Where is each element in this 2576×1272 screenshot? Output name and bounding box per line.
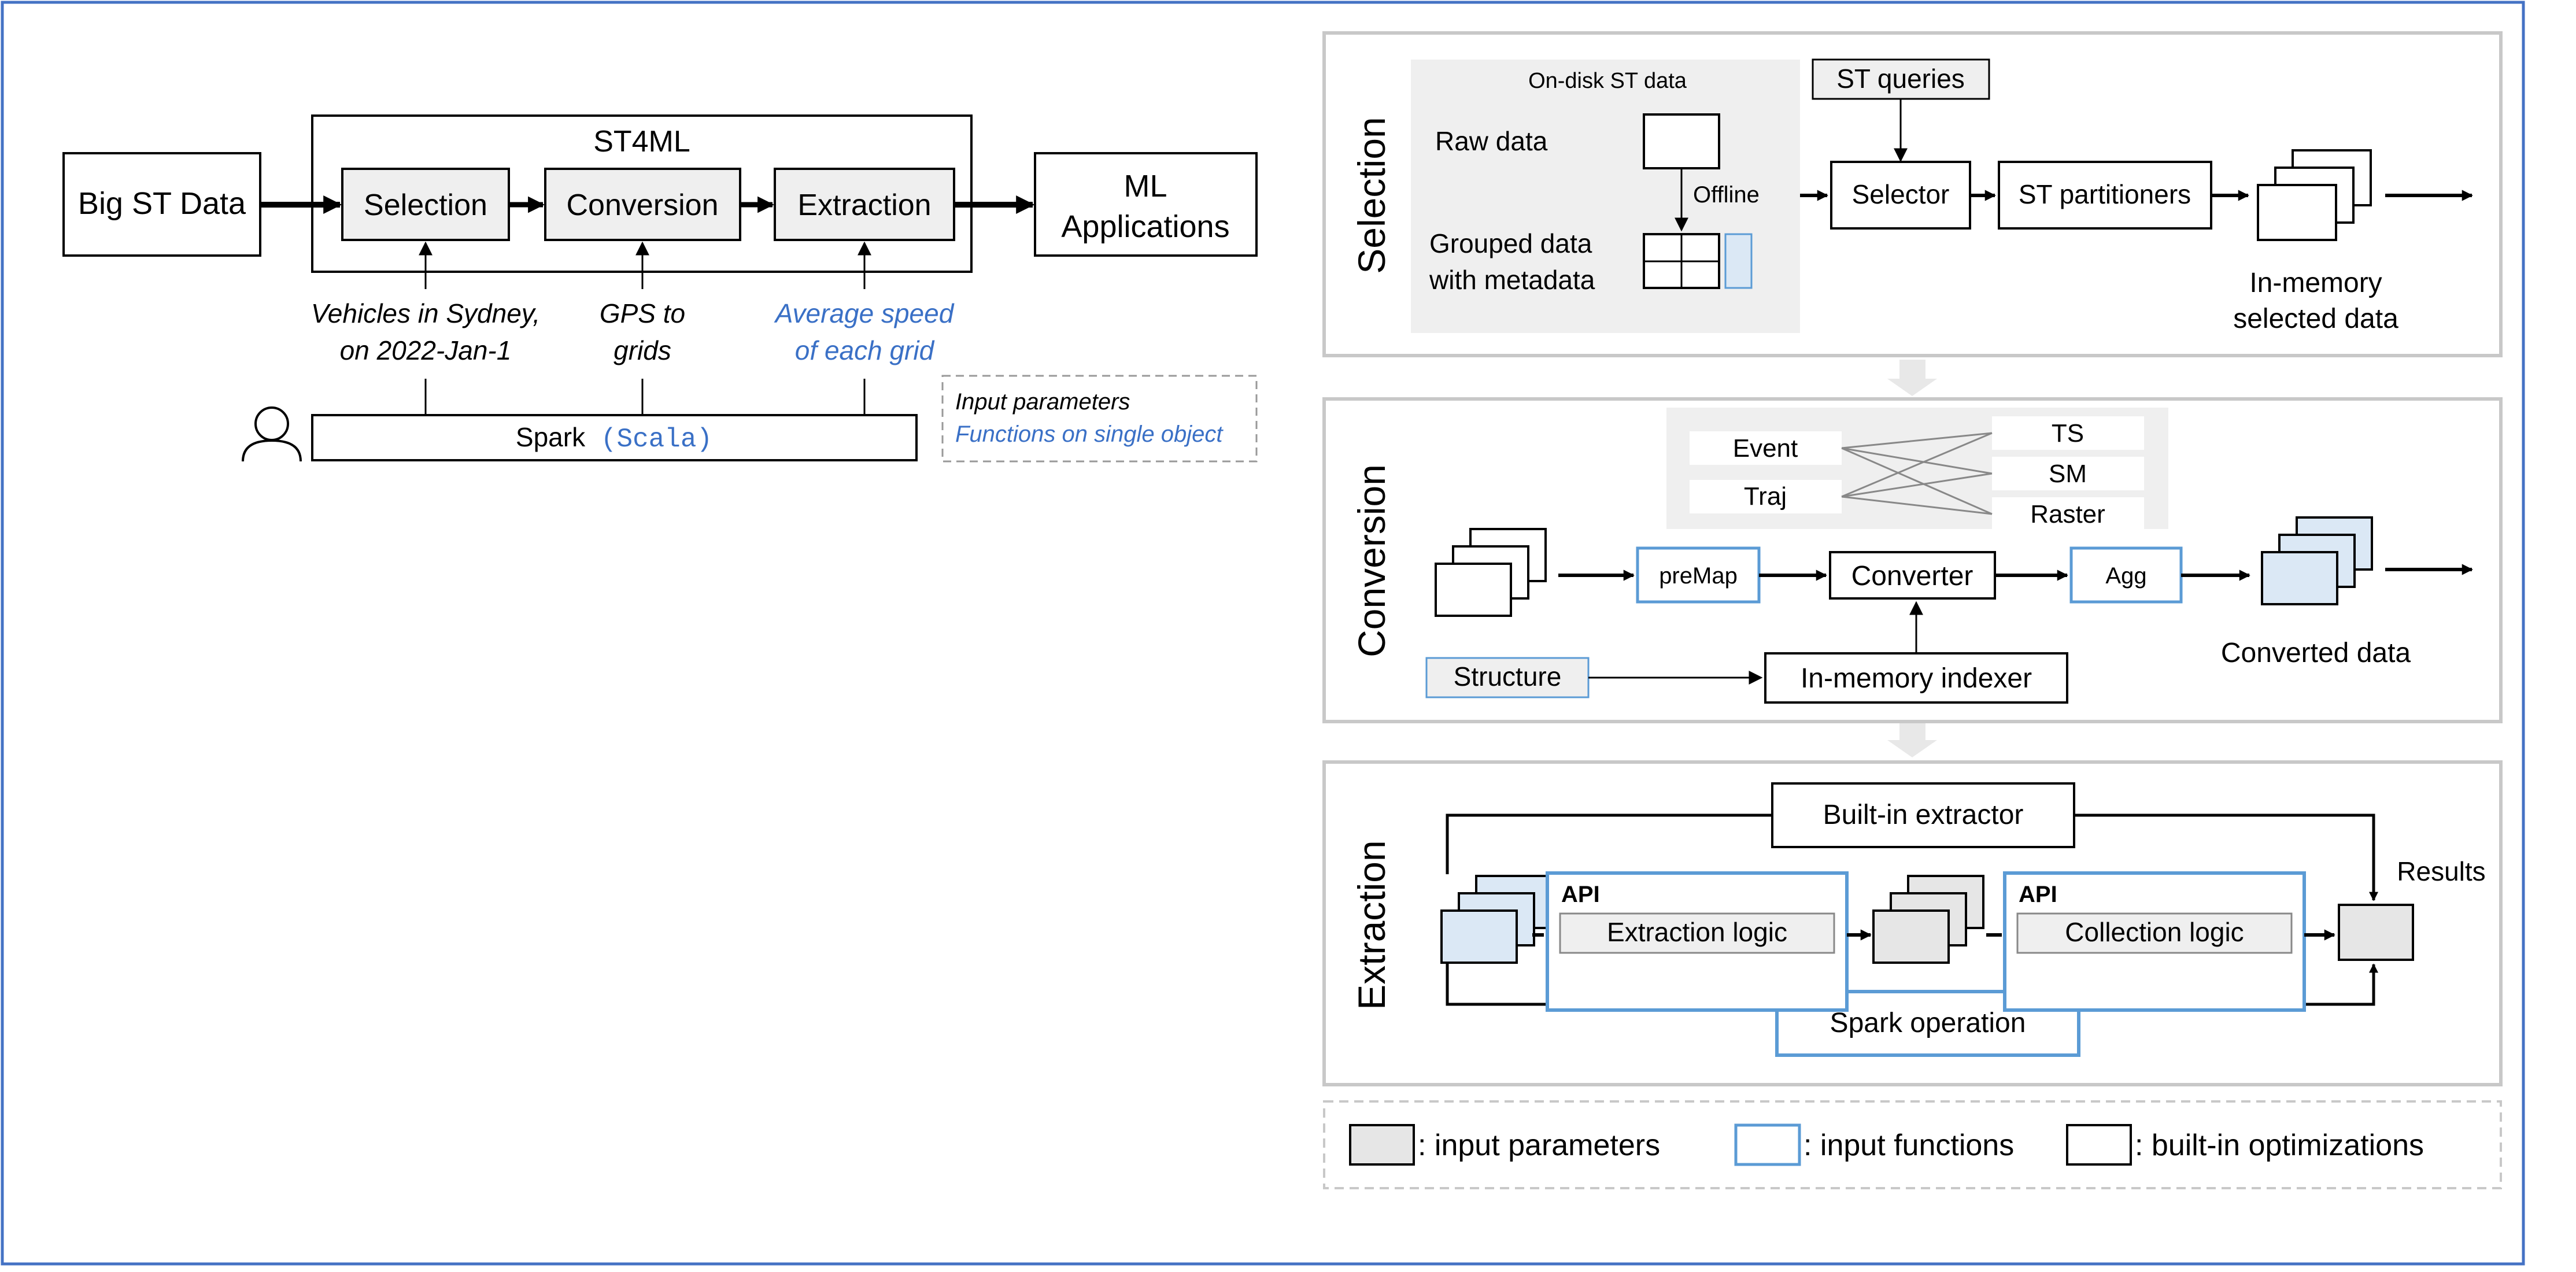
grouped-line1: Grouped data — [1429, 228, 1592, 258]
builtin-extractor-box — [1771, 782, 2075, 848]
spark-operation-label: Spark operation — [1830, 1008, 2026, 1038]
spark-language: (Scala) — [601, 424, 712, 454]
flow-arrow-selection-to-conversion — [1887, 360, 1937, 396]
collection-logic-box — [2016, 912, 2293, 954]
stage-extraction-label: Extraction — [797, 188, 931, 222]
source-traj-box — [1690, 480, 1842, 513]
legend-functions-label: : input functions — [1803, 1129, 2014, 1162]
target-raster-box — [1992, 497, 2144, 531]
input-data-stack — [1435, 528, 1547, 617]
legend: : input parameters : input functions : b… — [1323, 1100, 2502, 1189]
param-conversion-line1: GPS to — [600, 298, 685, 328]
converted-data-stack — [2261, 516, 2373, 605]
stage-conversion-box — [544, 168, 741, 241]
api-extraction-tag: API — [1561, 882, 1600, 907]
extract-input-stack — [1440, 875, 1553, 964]
agg-label: Agg — [2105, 563, 2146, 589]
ml-applications-line1: ML — [1123, 169, 1167, 204]
target-sm-box — [1992, 457, 2144, 490]
indexer-box — [1764, 652, 2068, 704]
stage-selection-box — [341, 168, 510, 241]
extraction-logic-box — [1559, 912, 1835, 954]
selector-box — [1830, 161, 1971, 230]
selection-side-title: Selection — [1350, 117, 1393, 274]
source-traj-label: Traj — [1744, 482, 1787, 511]
stage-conversion-label: Conversion — [566, 188, 718, 222]
premap-box[interactable] — [1636, 546, 1761, 604]
partitioners-label: ST partitioners — [2019, 179, 2191, 209]
structure-box — [1425, 657, 1590, 698]
note-functions: Functions on single object — [955, 421, 1224, 447]
selection-panel: Selection On-disk ST data Raw data Offli… — [1322, 31, 2503, 357]
raw-data-label: Raw data — [1435, 126, 1548, 156]
spark-box — [311, 414, 918, 461]
spark-text: Spark (Scala) — [516, 422, 712, 454]
legend-params-swatch — [1349, 1124, 1415, 1166]
results-box — [2338, 904, 2414, 961]
premap-label: preMap — [1659, 563, 1738, 589]
legend-builtin-swatch — [2066, 1124, 2132, 1166]
metadata-box — [1724, 233, 1753, 289]
indexer-label: In-memory indexer — [1801, 663, 2032, 694]
structure-label: Structure — [1454, 661, 1562, 692]
conversion-panel: Conversion Event Traj TS SM Raster preMa… — [1322, 397, 2503, 723]
pipeline-overview: Big ST Data ST4ML Selection Conversion E… — [62, 114, 1258, 463]
source-event-label: Event — [1733, 434, 1798, 463]
note-box — [941, 375, 1258, 463]
stage-selection-label: Selection — [364, 188, 487, 222]
st-queries-label: ST queries — [1836, 64, 1965, 94]
flow-arrow-conversion-to-extraction — [1887, 722, 1937, 757]
note-input-params: Input parameters — [955, 389, 1130, 415]
extraction-panel: Extraction Built-in extractor Spark oper… — [1322, 760, 2503, 1086]
grouped-line2: with metadata — [1429, 265, 1595, 295]
ondisk-title: On-disk ST data — [1528, 69, 1687, 93]
results-label: Results — [2397, 856, 2485, 886]
legend-params-label: : input parameters — [1418, 1129, 1660, 1162]
source-event-box — [1690, 431, 1842, 465]
user-icon — [242, 406, 302, 462]
target-raster-label: Raster — [2030, 500, 2105, 528]
converter-label: Converter — [1851, 561, 1973, 591]
big-st-data-label: Big ST Data — [78, 186, 246, 221]
param-selection-line1: Vehicles in Sydney, — [311, 298, 540, 328]
api-collection-tag: API — [2019, 882, 2057, 907]
ml-applications-box — [1034, 152, 1258, 257]
builtin-extractor-label: Built-in extractor — [1823, 800, 2024, 830]
param-extraction-line1: Average speed — [774, 298, 955, 328]
selector-label: Selector — [1852, 179, 1950, 209]
selected-data-stack — [2257, 149, 2372, 241]
type-mapping-lines — [1841, 432, 1993, 515]
stage-extraction-box — [774, 168, 955, 241]
agg-box[interactable] — [2069, 546, 2183, 604]
ml-applications-line2: Applications — [1061, 209, 1229, 244]
legend-functions-swatch — [1734, 1123, 1801, 1166]
st-queries-box — [1812, 58, 1990, 100]
st4ml-label: ST4ML — [593, 125, 690, 158]
param-extraction-line2: of each grid — [795, 335, 935, 365]
offline-label: Offline — [1693, 182, 1760, 208]
spark-label: Spark — [516, 422, 586, 452]
selected-data-line2: selected data — [2233, 304, 2398, 334]
target-ts-label: TS — [2052, 419, 2084, 448]
converted-data-label: Converted data — [2221, 638, 2411, 668]
collection-logic-label: Collection logic — [2065, 917, 2244, 947]
outer-frame — [1, 1, 2525, 1266]
legend-builtin-label: : built-in optimizations — [2135, 1129, 2424, 1162]
selected-data-line1: In-memory — [2249, 268, 2382, 298]
extract-mid-stack — [1872, 875, 1984, 964]
target-sm-label: SM — [2049, 460, 2087, 488]
grouped-data-grid — [1643, 233, 1720, 289]
converter-box — [1829, 551, 1996, 600]
conversion-side-title: Conversion — [1350, 464, 1393, 657]
target-ts-box — [1992, 416, 2144, 450]
legend-frame — [1323, 1100, 2502, 1189]
param-selection-line2: on 2022-Jan-1 — [340, 335, 512, 365]
extraction-side-title: Extraction — [1350, 840, 1393, 1010]
param-conversion-line2: grids — [613, 335, 671, 365]
big-st-data-box — [62, 152, 261, 257]
raw-data-box — [1643, 113, 1720, 169]
extraction-logic-label: Extraction logic — [1607, 917, 1787, 947]
